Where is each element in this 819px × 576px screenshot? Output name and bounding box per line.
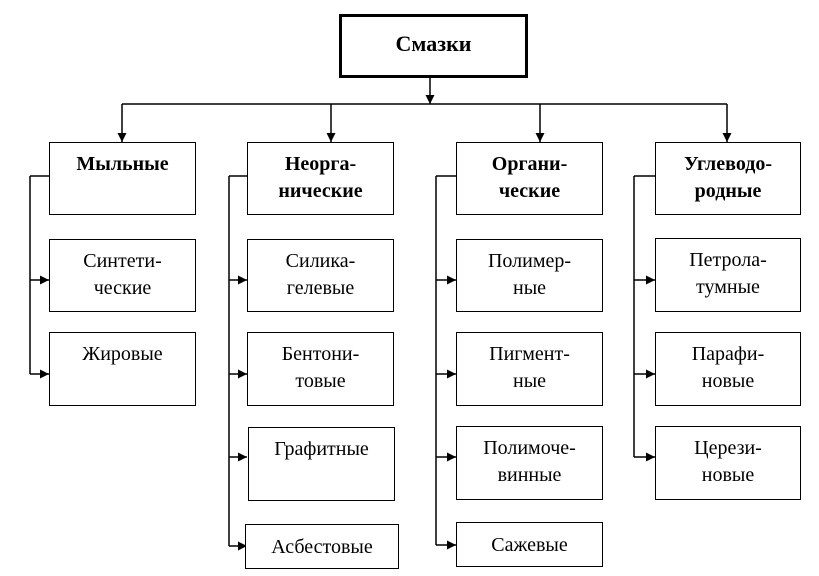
- category-label: Мыльные: [76, 153, 169, 175]
- node-polymer: Полимер- ные: [456, 239, 603, 312]
- node-petrolatum: Петрола- тумные: [655, 238, 801, 312]
- node-label: новые: [701, 370, 755, 392]
- node-label: Полимер-: [487, 250, 572, 272]
- node-pigment: Пигмент- ные: [456, 332, 603, 406]
- node-fatty: Жировые: [49, 332, 196, 406]
- node-asbestos: Асбестовые: [245, 524, 399, 569]
- root-node: Смазки: [339, 14, 528, 78]
- node-label: Бентони-: [281, 343, 360, 365]
- category-organic: Органи- ческие: [456, 142, 603, 215]
- node-label: Петрола-: [689, 249, 767, 271]
- node-label: Силика-: [285, 250, 356, 272]
- category-label: Углеводо-: [683, 153, 773, 175]
- node-bentonite: Бентони- товые: [247, 332, 394, 406]
- node-label: Пигмент-: [489, 343, 570, 365]
- node-synthetic: Синтети- ческие: [49, 239, 196, 312]
- node-label: тумные: [696, 276, 760, 298]
- node-label: ные: [512, 370, 547, 392]
- node-label: новые: [701, 464, 755, 486]
- node-label: ные: [512, 277, 547, 299]
- category-label: нические: [278, 180, 363, 202]
- category-label: родные: [694, 180, 762, 202]
- node-label: винные: [497, 464, 562, 486]
- root-label: Смазки: [395, 31, 472, 56]
- node-polyurea: Полимоче- винные: [456, 426, 603, 500]
- node-label: Жировые: [82, 343, 163, 365]
- node-silica-gel: Силика- гелевые: [247, 239, 394, 312]
- node-graphite: Графитные: [248, 427, 395, 501]
- node-label: Церези-: [694, 437, 762, 459]
- node-label: гелевые: [286, 277, 355, 299]
- node-label: Полимоче-: [483, 437, 576, 459]
- node-label: товые: [295, 370, 346, 392]
- node-label: Асбестовые: [271, 536, 373, 558]
- category-label: Неорга-: [284, 153, 357, 175]
- node-carbon-black: Сажевые: [456, 522, 603, 567]
- node-ceresin: Церези- новые: [655, 426, 801, 500]
- category-hydrocarbon: Углеводо- родные: [655, 142, 801, 215]
- category-inorganic: Неорга- нические: [247, 142, 394, 215]
- node-label: Графитные: [274, 438, 369, 460]
- node-label: ческие: [93, 277, 152, 299]
- node-label: Сажевые: [491, 534, 568, 556]
- node-label: Синтети-: [83, 250, 162, 272]
- category-soap: Мыльные: [49, 142, 196, 215]
- node-label: Парафи-: [691, 343, 765, 365]
- node-paraffin: Парафи- новые: [655, 332, 801, 406]
- category-label: ческие: [498, 180, 561, 202]
- category-label: Органи-: [491, 153, 568, 175]
